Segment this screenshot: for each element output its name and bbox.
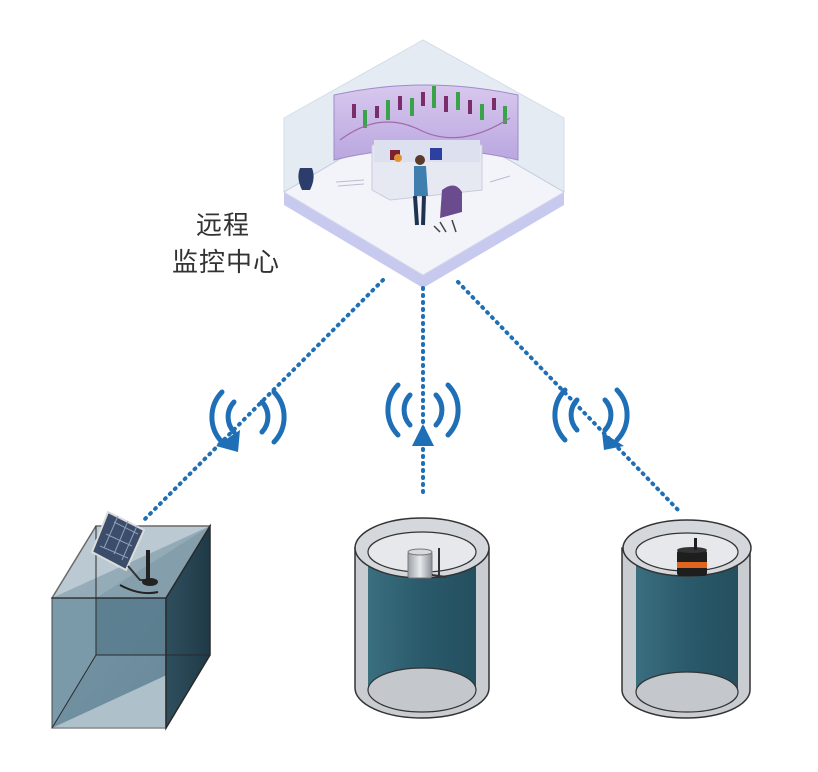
link-right [456, 280, 682, 514]
wireless-links [140, 278, 682, 524]
arrow-up-icon [412, 424, 434, 446]
level-sensor-icon [407, 548, 447, 579]
arrow-up-icon [216, 430, 240, 452]
wireless-signal-icon [552, 387, 630, 443]
level-sensor-icon [677, 538, 707, 576]
arrow-up-icon [602, 432, 624, 450]
water-tank-icon [50, 510, 212, 731]
center-label-line2: 监控中心 [172, 248, 281, 278]
well-icon [354, 517, 490, 719]
screen-chart [339, 86, 511, 141]
center-label-line1: 远程 [196, 211, 251, 241]
well-icon [621, 519, 752, 719]
solar-panel-icon [90, 510, 159, 595]
wireless-signal-icon [209, 389, 287, 445]
wireless-signal-icon [385, 382, 461, 438]
control-room-icon [283, 39, 565, 288]
